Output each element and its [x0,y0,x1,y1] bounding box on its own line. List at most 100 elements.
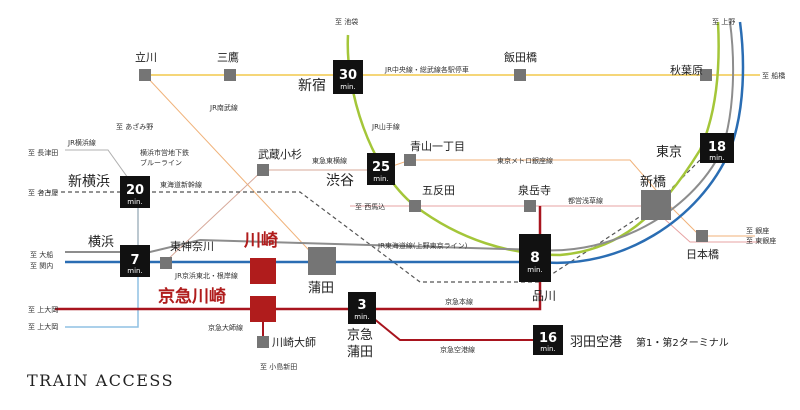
line-label-yamanote: JR山手線 [371,122,400,131]
station-marker-keikyukawasaki[interactable] [250,296,276,322]
time-value-haneda: 16 [539,331,557,346]
line-label-chuo-sobu: JR中央線・総武線各駅停車 [384,65,469,74]
station-label-shinyokohama: 新横浜 [68,174,110,190]
direction-ueno: 至 上野 [712,17,735,26]
station-label-keikyukamata-1: 京急 [347,328,373,343]
station-label-gotanda: 五反田 [422,184,455,197]
line-label-keikyu-airport: 京急空港線 [440,345,475,354]
station-marker-gotanda[interactable] [409,200,421,212]
station-label-sengakuji: 泉岳寺 [518,183,551,197]
yamanote-line-route [346,21,720,257]
tokaido-route [65,21,735,253]
time-value-shinyokohama: 20 [126,183,144,198]
line-label-tokaido: JR東海道線(上野東京ライン) [377,241,468,250]
time-value-tokyo: 18 [708,140,726,155]
time-box-yokohama[interactable]: 7 min. [120,245,150,277]
nambu-line [144,74,321,263]
direction-azamino: 至 あざみ野 [116,122,153,131]
time-unit: min. [354,313,369,321]
station-marker-kamata[interactable] [308,247,336,275]
time-unit: min. [340,83,355,91]
line-label-nambu: JR南武線 [209,103,238,112]
line-label-keikyu-daishi: 京急大師線 [208,323,243,332]
direction-higashiginza: 至 東銀座 [746,236,776,245]
direction-nagatsuta: 至 長津田 [28,149,58,157]
station-marker-kawasakidaishi[interactable] [257,336,269,348]
station-label-aoyama: 青山一丁目 [410,140,465,153]
station-label-shibuya: 渋谷 [326,173,354,189]
station-label-yokohama: 横浜 [88,235,114,250]
time-value-shibuya: 25 [372,160,390,175]
direction-kannai: 至 関内 [30,261,53,270]
station-marker-mitaka[interactable] [224,69,236,81]
time-box-shinagawa[interactable]: 8 min. [519,234,551,282]
direction-kojimashinden: 至 小島新田 [260,362,297,371]
shinkansen-route [40,139,721,283]
time-box-shinjuku[interactable]: 30 min. [333,60,363,94]
station-label-kawasakidaishi: 川崎大師 [272,335,316,349]
line-label-toyoko: 東急東横線 [312,156,347,165]
time-unit: min. [373,175,388,183]
station-marker-aoyama[interactable] [404,154,416,166]
station-label-nihonbashi: 日本橋 [686,247,719,261]
direction-funabashi: 至 船橋 [762,71,785,80]
time-unit: min. [527,266,542,274]
line-label-keihin-tohoku: JR京浜東北・根岸線 [174,271,238,280]
direction-ikebukuro: 至 池袋 [335,17,358,26]
station-marker-sengakuji[interactable] [524,200,536,212]
line-label-asakusa: 都営浅草線 [568,196,603,205]
jr-yokohama-line-route [65,149,139,262]
station-label-mitaka: 三鷹 [217,50,239,64]
time-unit: min. [127,198,142,206]
station-label-iidabashi: 飯田橋 [504,50,537,64]
station-marker-higashikanagawa[interactable] [160,257,172,269]
line-label-jr-yokohama: JR横浜線 [67,138,96,147]
time-value-yokohama: 7 [130,253,139,268]
station-label-tokyo: 東京 [656,144,682,160]
time-box-shibuya[interactable]: 25 min. [367,153,395,185]
station-label-higashikanagawa: 東神奈川 [170,239,214,253]
time-unit: min. [127,267,142,275]
station-label-haneda-terminal: 第1・第2ターミナル [636,336,729,349]
line-label-blue-line-1: 横浜市営地下鉄 [140,148,189,157]
line-label-ginza: 東京メトロ銀座線 [497,156,553,165]
time-box-keikyukamata[interactable]: 3 min. [348,292,376,324]
direction-kamiooka-1: 至 上大岡 [28,305,58,314]
time-value-shinagawa: 8 [530,250,540,266]
line-label-keikyu-main: 京急本線 [445,297,473,306]
station-label-keikyukamata-2: 蒲田 [347,345,373,360]
time-value-keikyukamata: 3 [357,298,366,313]
station-marker-shinbashi[interactable] [641,190,671,220]
station-marker-nihonbashi[interactable] [696,230,708,242]
station-marker-musashikosugi[interactable] [257,164,269,176]
time-unit: min. [709,154,724,162]
station-marker-iidabashi[interactable] [514,69,526,81]
station-label-shinagawa: 品川 [532,289,556,303]
line-label-tokaido-shinkansen: 東海道新幹線 [160,180,202,189]
direction-nagoya: 至 名古屋 [28,188,58,197]
time-box-tokyo[interactable]: 18 min. [700,133,734,163]
station-marker-kawasaki[interactable] [250,258,276,284]
station-marker-tachikawa[interactable] [139,69,151,81]
station-label-kamata: 蒲田 [308,281,334,296]
keihin-tohoku-route [65,21,745,265]
station-label-shinbashi: 新橋 [640,174,666,190]
station-label-shinjuku: 新宿 [298,77,326,94]
station-label-keikyukawasaki: 京急川崎 [158,286,226,307]
station-label-tachikawa: 立川 [135,50,157,64]
station-marker-akihabara[interactable] [700,69,712,81]
station-label-haneda: 羽田空港 [570,335,622,350]
direction-kamiooka-2: 至 上大岡 [28,322,58,331]
keikyu-airport-route [361,308,545,341]
time-box-haneda[interactable]: 16 min. [533,325,563,355]
direction-ofuna: 至 大船 [30,250,53,259]
line-label-blue-line-2: ブルーライン [140,158,182,167]
time-unit: min. [540,345,555,353]
time-value-shinjuku: 30 [339,68,357,83]
time-box-shinyokohama[interactable]: 20 min. [120,176,150,208]
station-label-kawasaki: 川崎 [243,230,278,251]
direction-ginza: 至 銀座 [746,226,769,235]
station-label-akihabara: 秋葉原 [670,63,703,77]
direction-nishimagome: 至 西馬込 [355,202,385,211]
